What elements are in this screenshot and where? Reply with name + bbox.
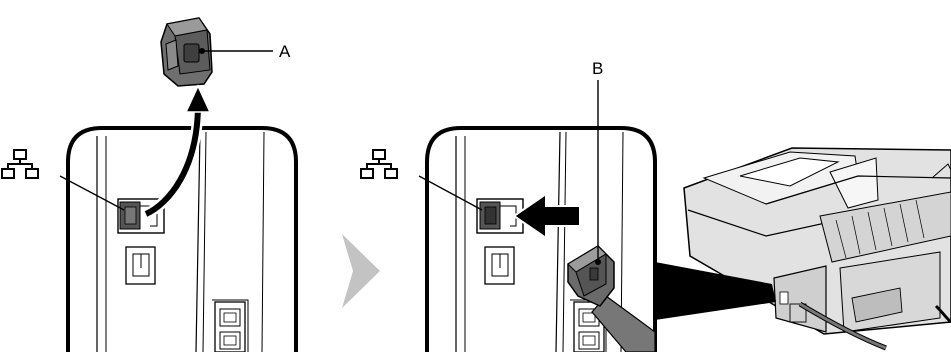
label-a-leader-dot xyxy=(199,48,205,54)
left-printer-back-closeup xyxy=(68,128,296,352)
lan-network-icon xyxy=(2,150,38,178)
left-phone-jacks xyxy=(215,302,245,352)
left-panel: A xyxy=(2,18,296,352)
label-b-leader-dot xyxy=(595,259,601,265)
left-usb-port xyxy=(126,247,155,284)
label-a: A xyxy=(279,42,291,61)
right-usb-port xyxy=(485,247,514,284)
lan-network-icon xyxy=(361,150,397,178)
right-panel: B xyxy=(361,59,951,352)
chevron-right-icon xyxy=(342,234,380,308)
label-b: B xyxy=(592,59,603,78)
